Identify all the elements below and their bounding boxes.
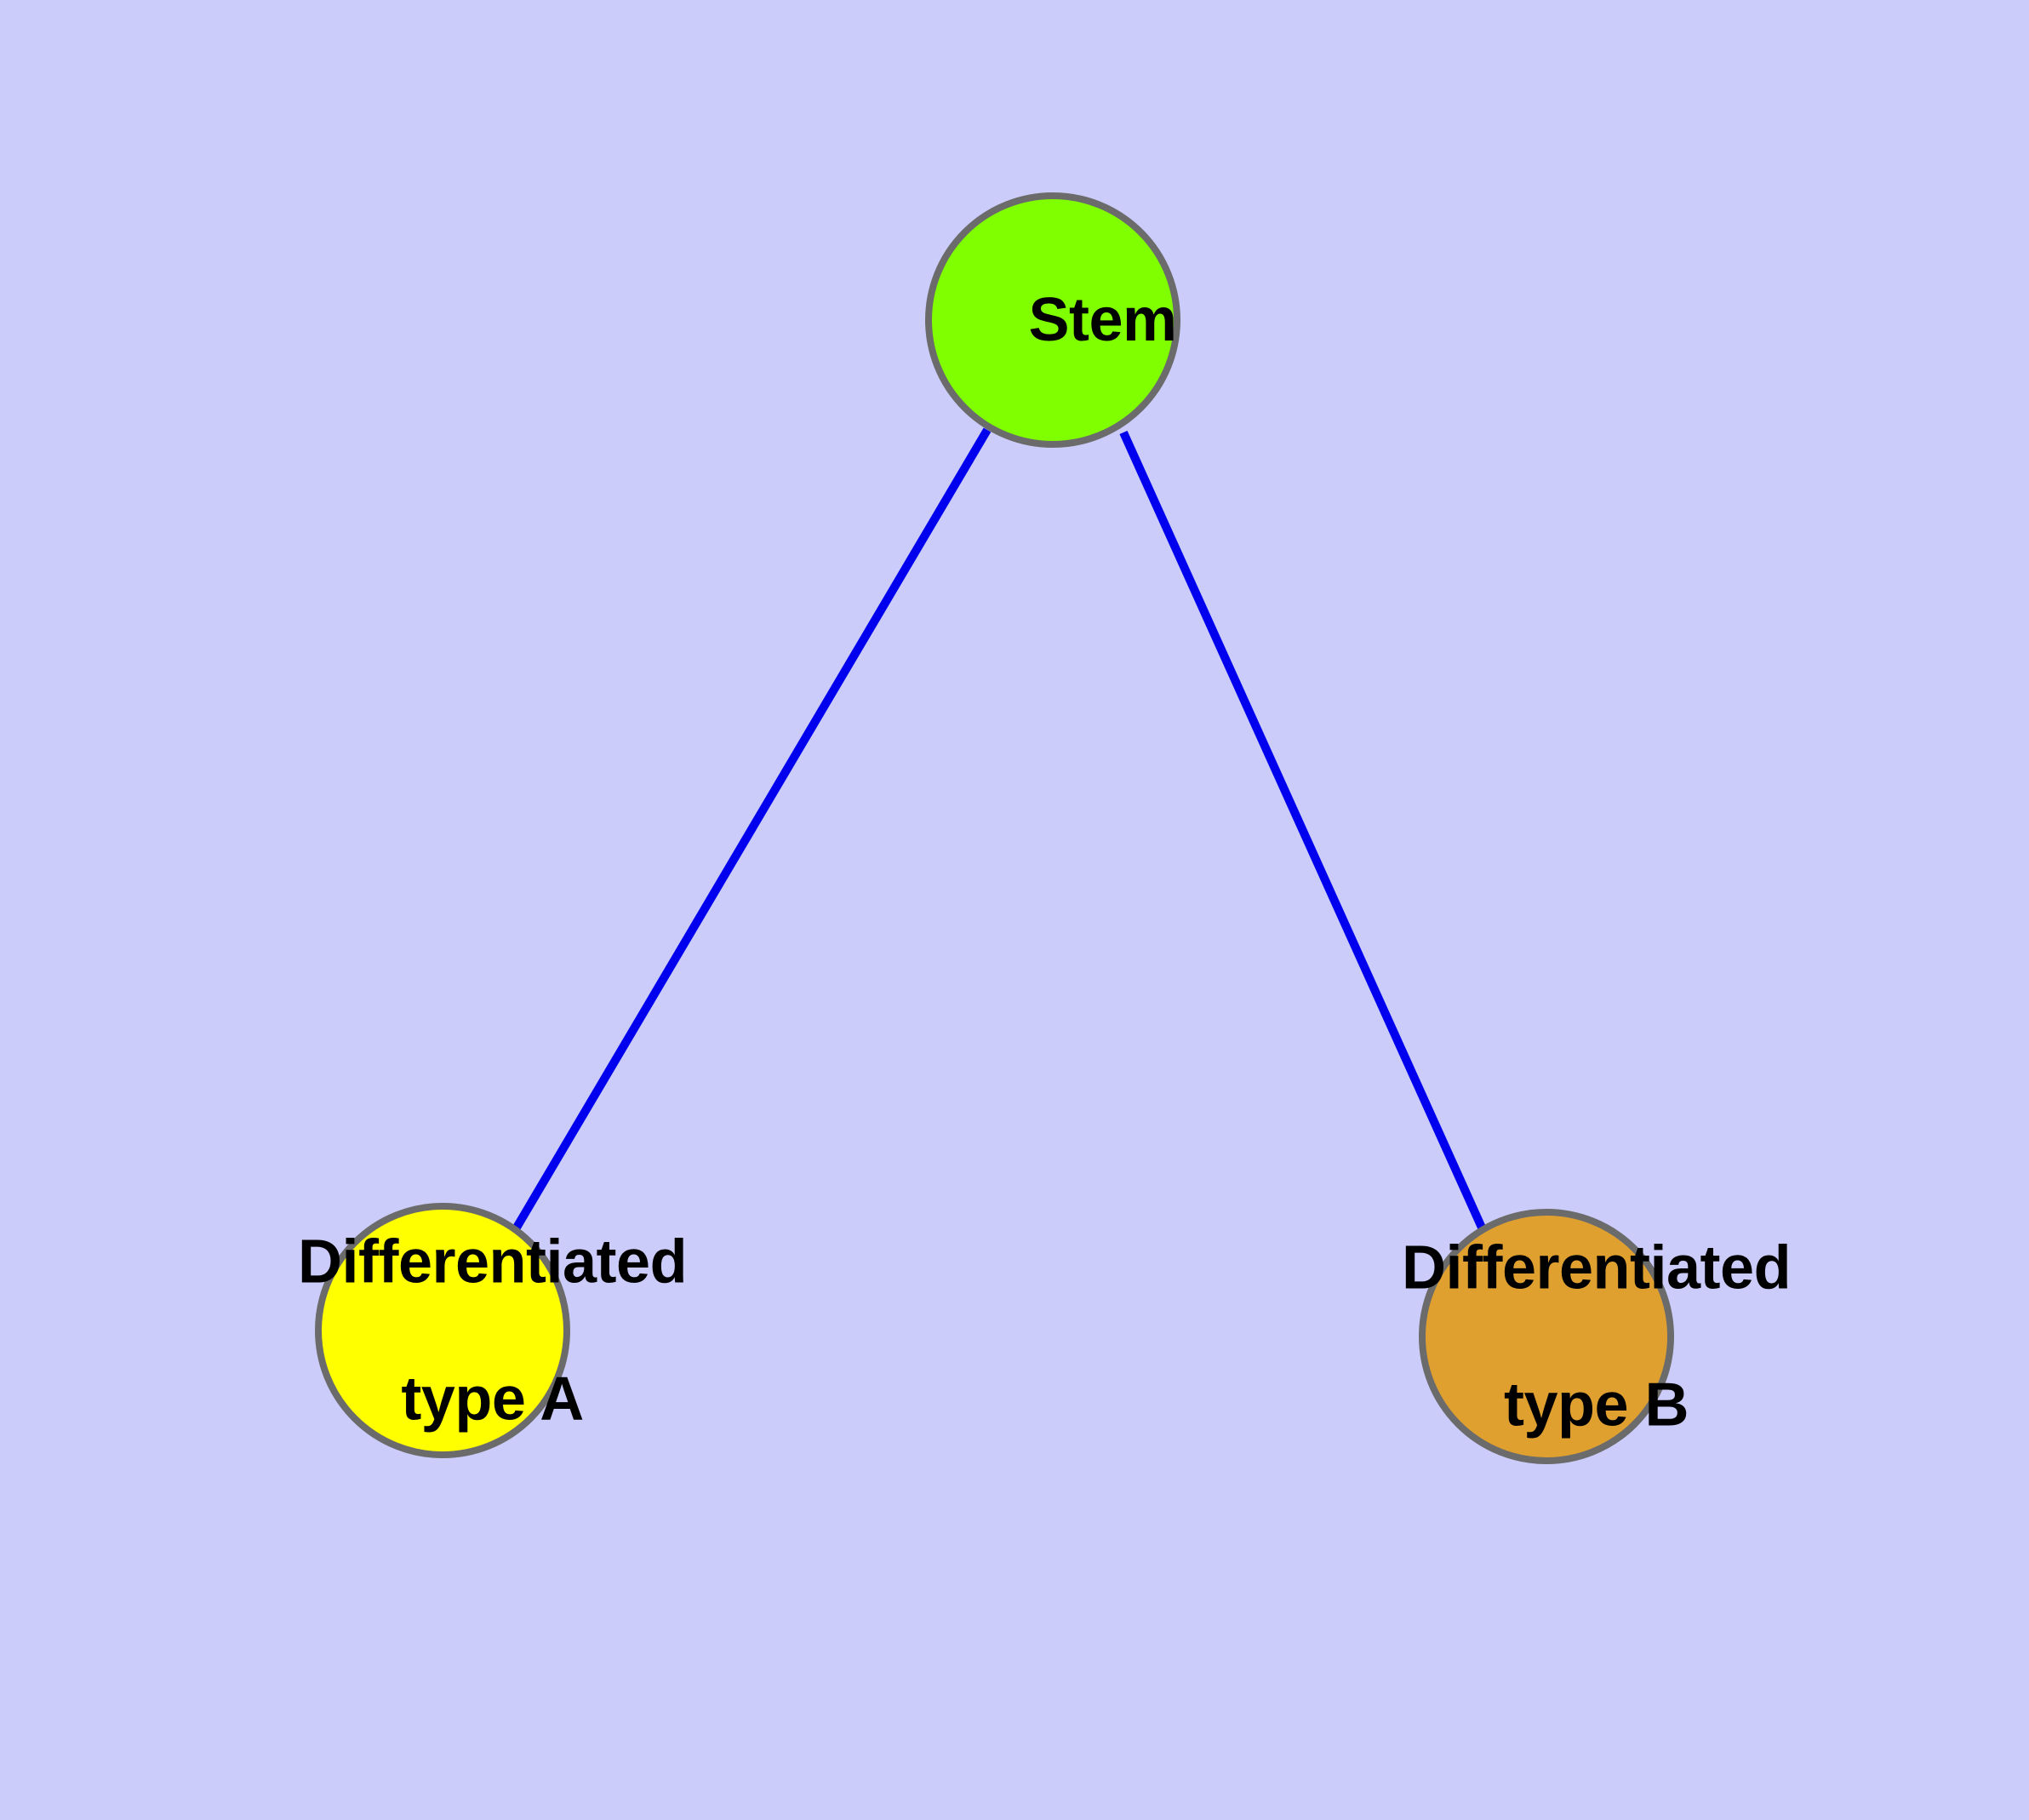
edge-stem-to-differentiated-type-a <box>512 427 992 1230</box>
node-differentiated-type-a[interactable] <box>315 1203 570 1458</box>
node-stem[interactable] <box>925 192 1180 448</box>
edge-stem-to-differentiated-type-b <box>1119 430 1486 1230</box>
node-differentiated-type-b[interactable] <box>1419 1209 1674 1464</box>
